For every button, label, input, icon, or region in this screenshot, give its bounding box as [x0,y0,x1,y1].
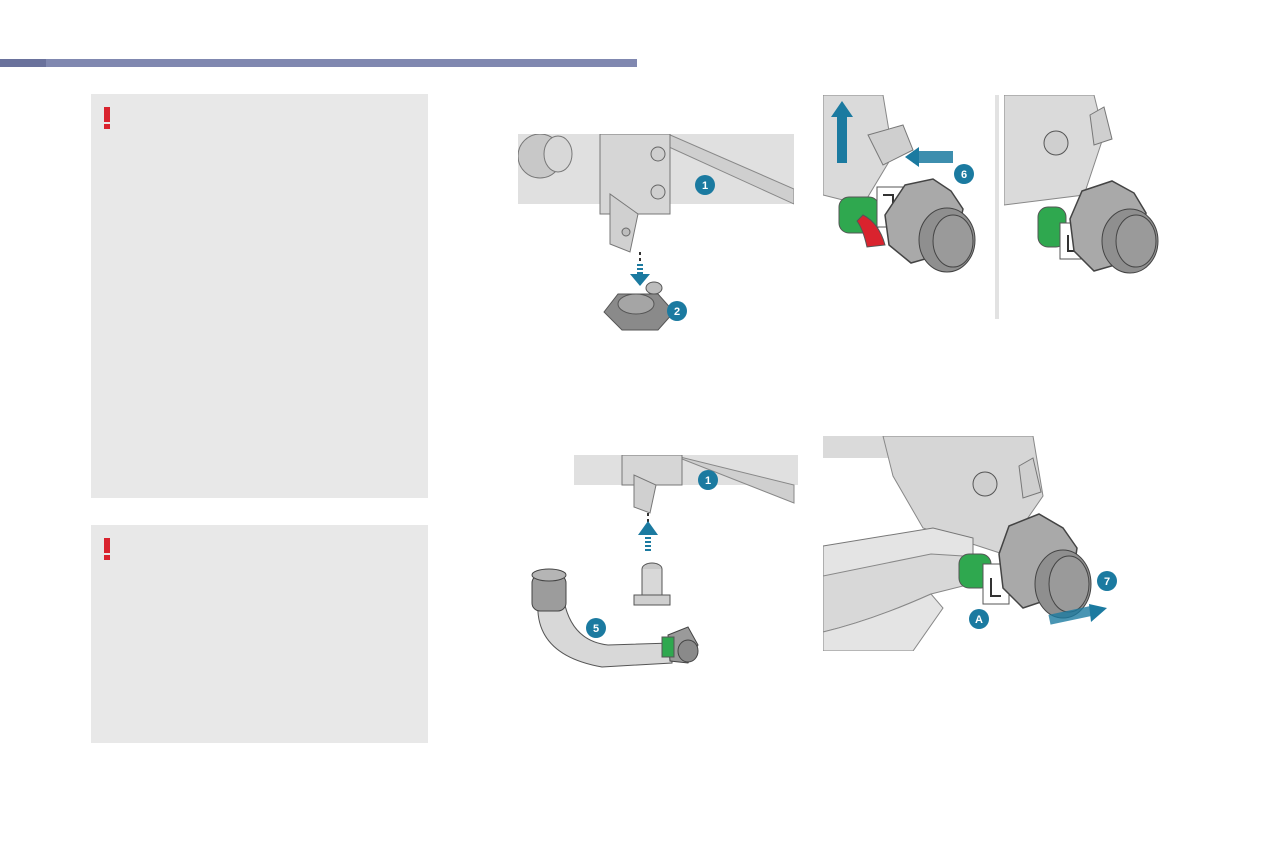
callout-7: 7 [1097,571,1117,591]
figure-divider [995,95,999,319]
callout-2: 2 [667,301,687,321]
warning-box-2 [91,525,428,743]
callout-1: 1 [695,175,715,195]
svg-text:5: 5 [593,623,599,635]
callout-5: 5 [586,618,606,638]
figure-locked-handwheel [1004,95,1164,285]
svg-text:1: 1 [702,180,708,192]
callout-1-lower: 1 [698,470,718,490]
figure-unlock-handwheel: 6 [823,95,988,285]
header-bar [0,59,637,67]
exclamation-icon [104,538,110,560]
warning-box-1 [91,94,428,498]
figure-insert-towball: 1 5 [522,455,798,685]
svg-text:A: A [975,614,983,626]
header-bar-tab [0,59,46,67]
callout-A: A [969,609,989,629]
figure-remove-cap: 1 2 [518,134,794,350]
svg-text:7: 7 [1104,576,1110,588]
callout-6: 6 [954,164,974,184]
svg-text:6: 6 [961,169,967,181]
figure-lock-handwheel: 7 A [823,436,1123,651]
exclamation-icon [104,107,110,129]
svg-text:1: 1 [705,475,711,487]
svg-text:2: 2 [674,306,680,318]
